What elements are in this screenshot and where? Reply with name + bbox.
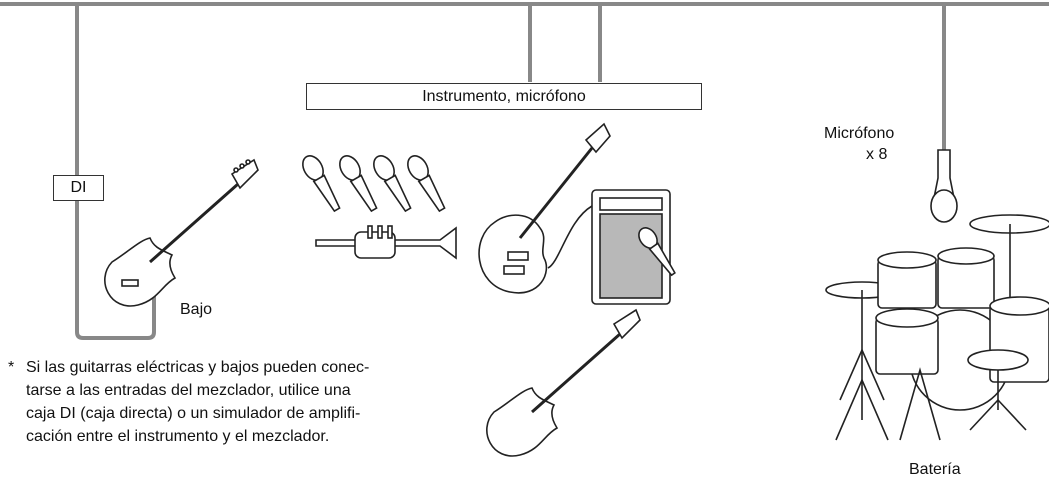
footnote: * Si las guitarras eléctricas y bajos pu… bbox=[8, 356, 370, 448]
mic-label: Micrófono bbox=[824, 125, 895, 142]
di-label: DI bbox=[70, 179, 87, 196]
footnote-line-4: cación entre el instrumento y el mezclad… bbox=[26, 428, 330, 445]
amplifier-icon bbox=[547, 189, 676, 305]
hanging-microphone-icon bbox=[930, 149, 958, 223]
footnote-line-2: tarse a las entradas del mezclador, util… bbox=[26, 382, 351, 399]
footnote-line-3: caja DI (caja directa) o un simulador de… bbox=[26, 405, 361, 422]
drums-label: Batería bbox=[909, 461, 961, 478]
instrument-mic-label: Instrumento, micrófono bbox=[422, 87, 586, 105]
footnote-asterisk: * bbox=[8, 359, 15, 376]
cables bbox=[0, 2, 1049, 340]
bass-guitar-2-icon bbox=[486, 308, 641, 457]
di-box: DI bbox=[53, 175, 104, 201]
trumpet-icon bbox=[315, 225, 457, 260]
mic-count-label: x 8 bbox=[866, 146, 888, 163]
bass-guitar-icon bbox=[104, 158, 259, 307]
drum-kit-icon bbox=[825, 214, 1049, 441]
di-cable bbox=[75, 4, 156, 340]
instrument-mic-box: Instrumento, micrófono bbox=[306, 83, 702, 110]
electric-guitar-icon bbox=[478, 122, 611, 294]
footnote-line-1: Si las guitarras eléctricas y bajos pued… bbox=[26, 359, 370, 376]
bass-label: Bajo bbox=[180, 301, 213, 318]
microphones-icon bbox=[302, 155, 446, 213]
